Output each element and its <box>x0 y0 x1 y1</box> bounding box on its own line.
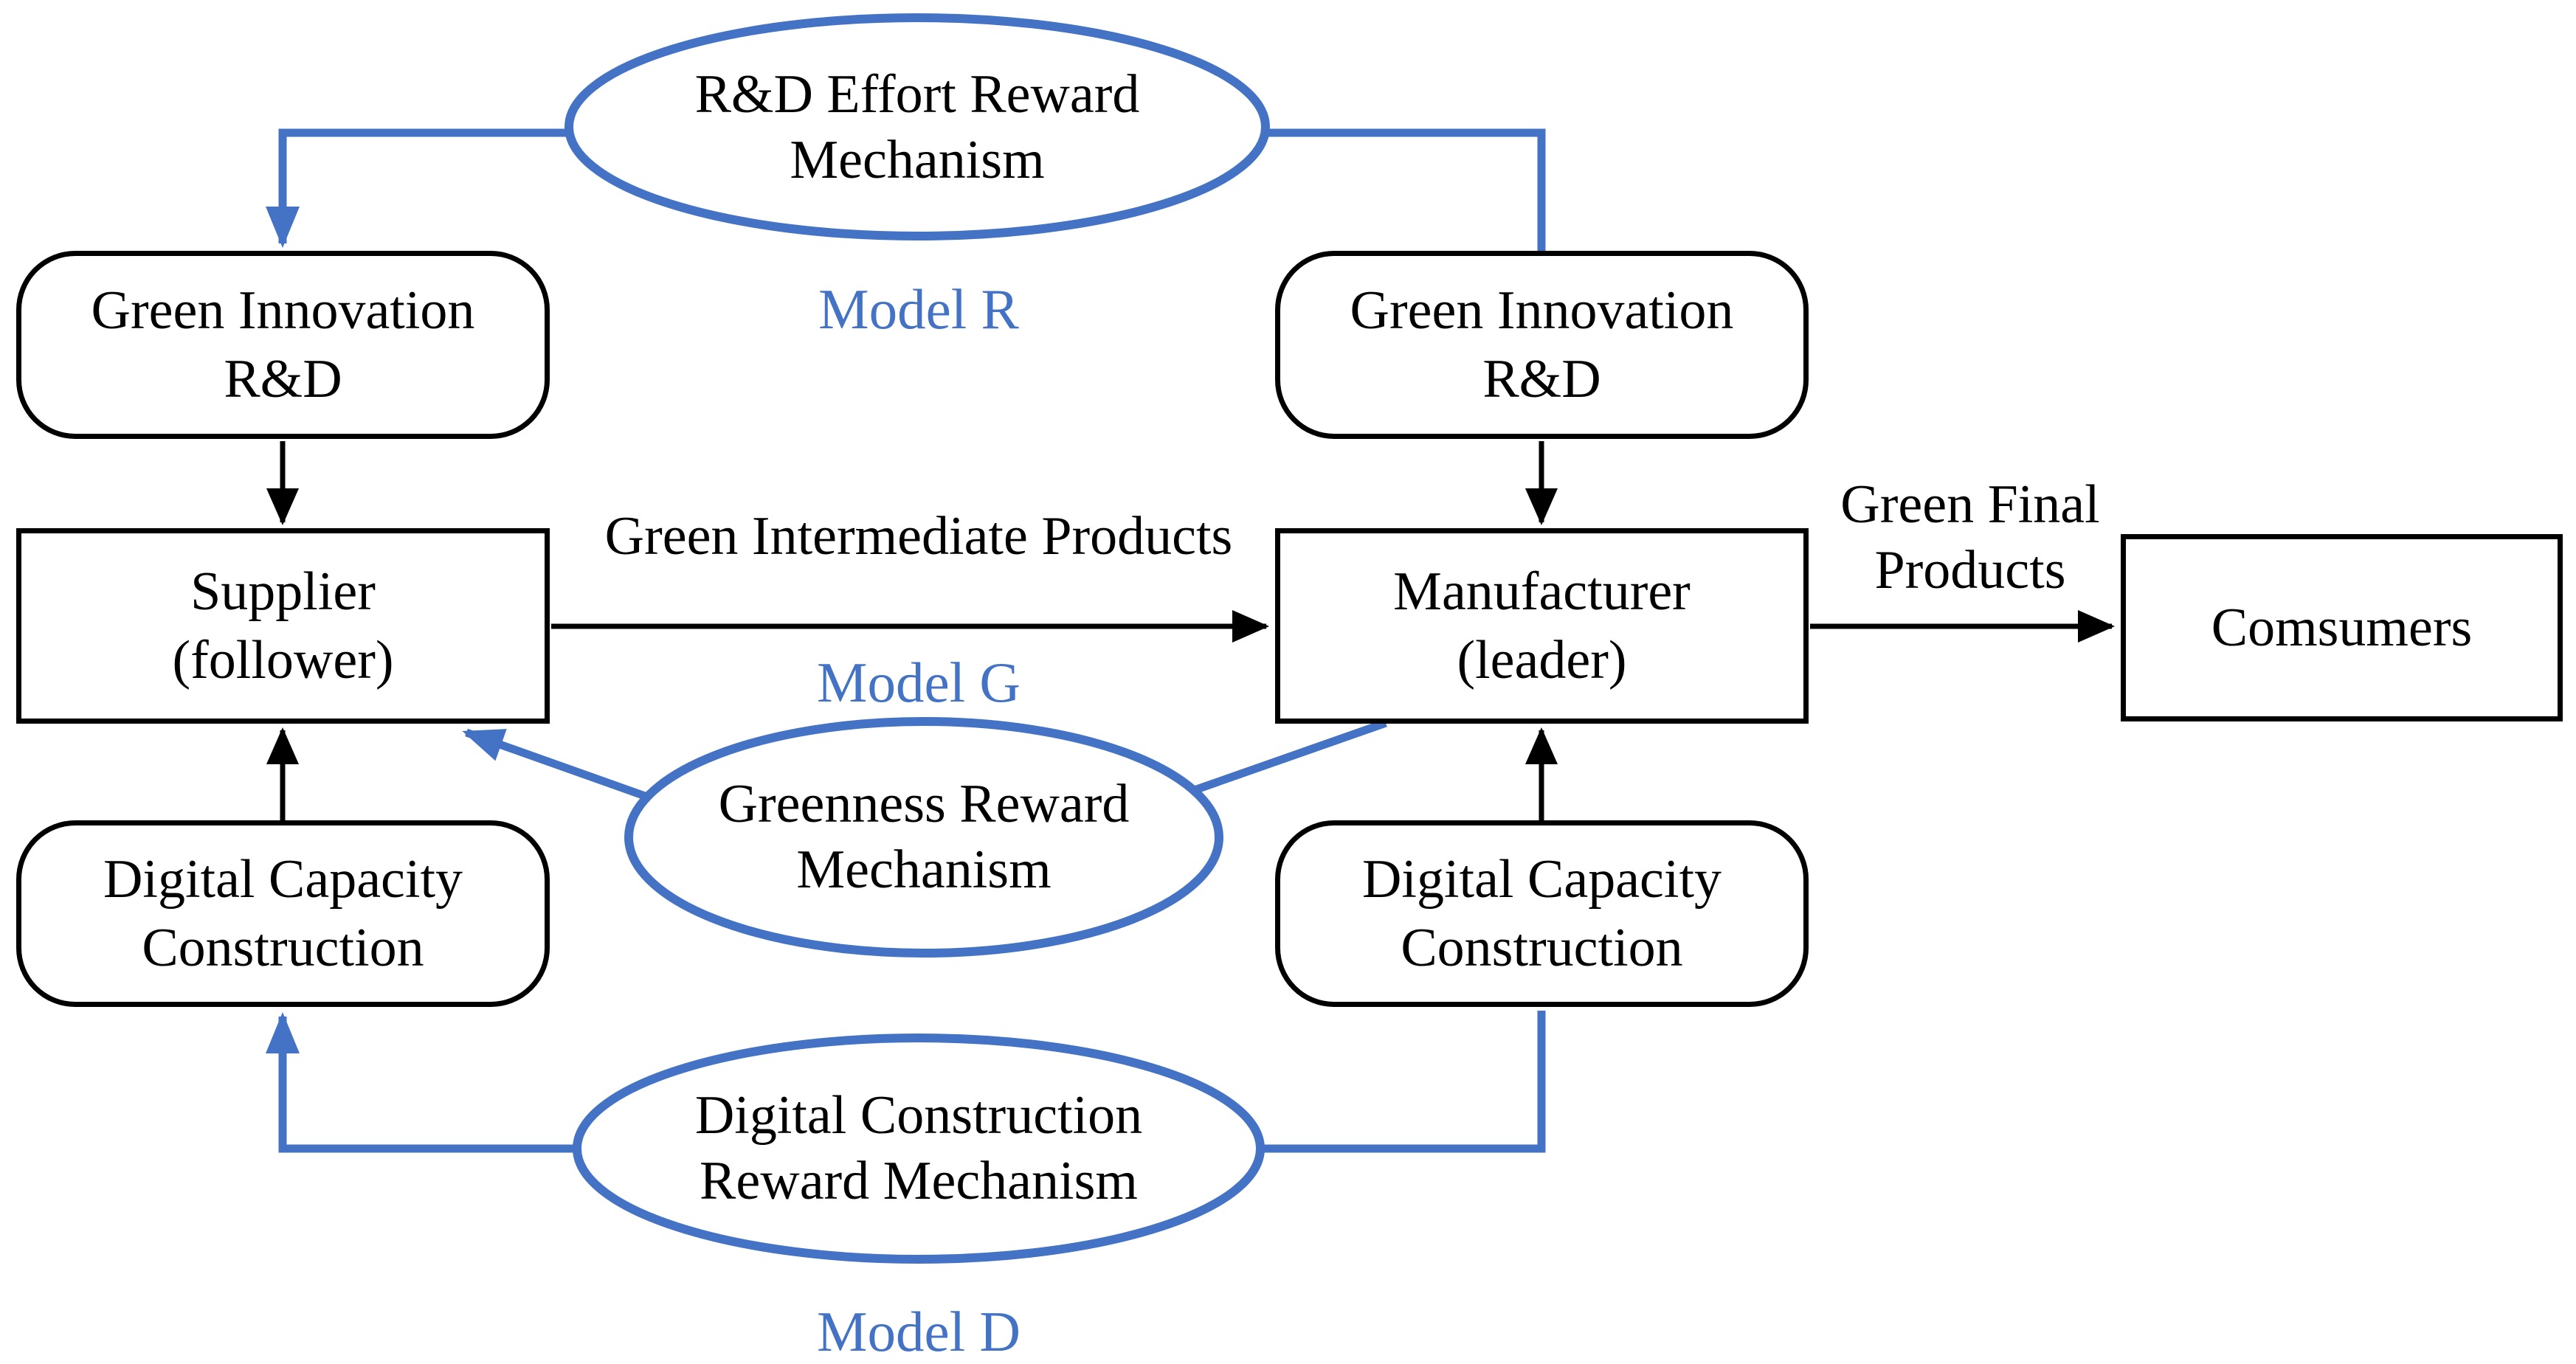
node-digital-right: Digital Capacity Construction <box>1275 820 1809 1007</box>
node-green-rnd-left: Green Innovation R&D <box>16 251 550 439</box>
connector-rnd-reward-to-right <box>1247 128 1546 254</box>
node-supplier-label: Supplier (follower) <box>172 561 394 690</box>
label-green-intermediate-products: Green Intermediate Products <box>604 505 1233 567</box>
ellipse-rnd-reward <box>564 13 1270 240</box>
node-green-rnd-right: Green Innovation R&D <box>1275 251 1809 439</box>
node-green-rnd-right-label: Green Innovation R&D <box>1350 280 1734 409</box>
connector-greenness-to-supplier <box>462 728 657 804</box>
label-greenness-reward-mechanism: Greenness Reward Mechanism <box>718 774 1130 900</box>
node-green-rnd-left-label: Green Innovation R&D <box>91 280 475 409</box>
label-model-r: Model R <box>818 277 1019 341</box>
label-model-d: Model D <box>817 1299 1021 1363</box>
node-supplier: Supplier (follower) <box>16 528 550 724</box>
node-digital-left: Digital Capacity Construction <box>16 820 550 1007</box>
connector-greenness-to-manufacturer <box>1191 719 1387 795</box>
label-digital-reward-mechanism: Digital Construction Reward Mechanism <box>694 1085 1143 1211</box>
node-digital-right-label: Digital Capacity Construction <box>1361 849 1722 978</box>
node-manufacturer-label: Manufacturer (leader) <box>1393 561 1691 690</box>
label-green-final-products: Green Final Products <box>1840 474 2100 600</box>
ellipse-greenness-reward <box>624 717 1223 958</box>
label-rnd-reward-mechanism: R&D Effort Reward Mechanism <box>694 63 1140 190</box>
label-model-g: Model G <box>817 650 1021 714</box>
connector-digital-reward-to-left <box>266 1012 590 1153</box>
node-consumers: Comsumers <box>2121 534 2563 721</box>
connector-digital-reward-to-right <box>1251 1011 1546 1153</box>
node-digital-left-label: Digital Capacity Construction <box>103 849 463 978</box>
node-consumers-label: Comsumers <box>2211 597 2473 658</box>
node-manufacturer: Manufacturer (leader) <box>1275 528 1809 724</box>
ellipse-digital-reward <box>573 1034 1265 1264</box>
connector-rnd-reward-to-left <box>266 128 590 248</box>
